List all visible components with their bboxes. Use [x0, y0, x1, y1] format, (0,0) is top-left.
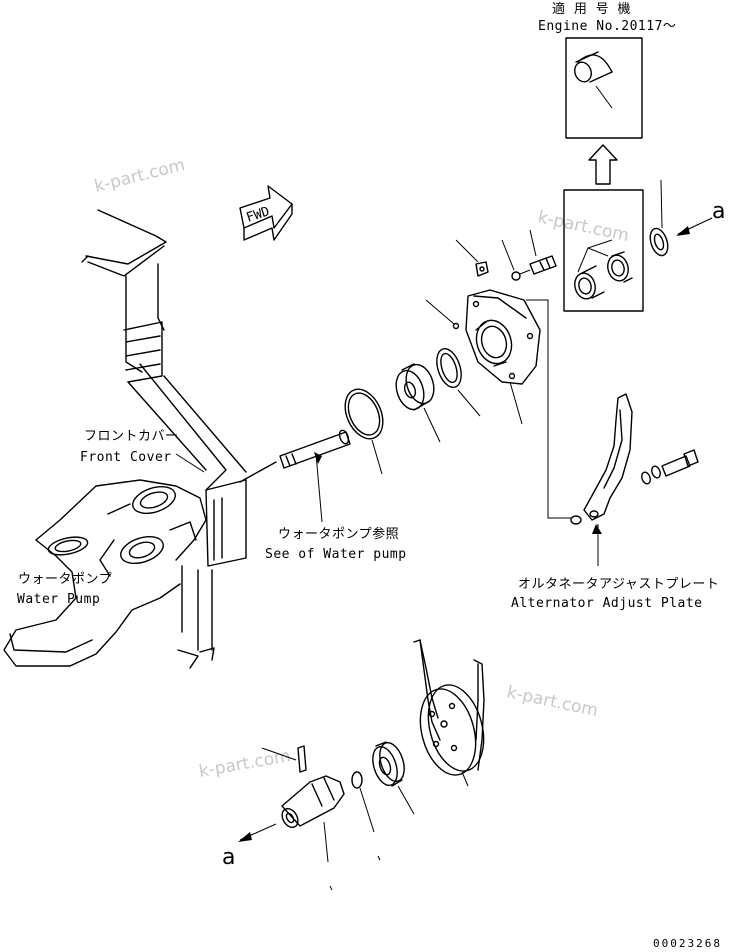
washer-a [649, 179, 713, 257]
o-ring [344, 388, 384, 475]
see-water-pump-label-jp: ウォータポンプ参照 [278, 526, 399, 542]
front-cover-label-jp: フロントカバー [84, 429, 179, 444]
watermark: k-part.com [505, 682, 600, 721]
watermark: k-part.com [197, 746, 292, 782]
water-pump-label: Water Pump [17, 592, 100, 607]
idler-housing [465, 289, 572, 519]
alternator-adjust-plate [583, 393, 633, 566]
snap-ring [436, 347, 481, 417]
shaft [279, 429, 351, 523]
front-cover-label: Front Cover [80, 450, 172, 465]
see-water-pump-label: See of Water pump [265, 547, 407, 562]
svg-text:FWD: FWD [245, 204, 272, 226]
spacer [351, 771, 381, 861]
front-cover-assembly [81, 209, 277, 669]
idler-shaft [238, 775, 345, 891]
belt [413, 639, 485, 771]
bolt [529, 229, 557, 275]
key [261, 745, 307, 773]
bolt-set [641, 449, 699, 485]
drawing-number: 00023268 [653, 937, 722, 950]
water-pump-label-jp: ウォータポンプ [18, 572, 112, 587]
reference-a-top: a [712, 199, 725, 224]
lower-bearing [372, 741, 415, 815]
water-pump-housing [3, 479, 207, 667]
watermark: k-part.com [92, 155, 187, 197]
arrow-up-icon [588, 144, 618, 185]
bushings-inset-box [563, 189, 644, 312]
reference-a-bottom: a [222, 845, 235, 870]
bushing-inset-box [565, 37, 643, 139]
bearing [395, 363, 441, 443]
engine-number: Engine No.20117～ [538, 19, 676, 34]
plug [425, 299, 460, 330]
pulley [419, 684, 485, 787]
adjust-plate-label-jp: オルタネータアジャストプレート [518, 577, 719, 592]
leader-line [175, 453, 205, 473]
lock-washer [501, 239, 531, 281]
applicable-title: 適 用 号 機 [552, 1, 631, 17]
watermark: k-part.com [536, 207, 631, 246]
washer-small [570, 515, 582, 525]
fwd-arrow-icon: FWD [239, 185, 293, 241]
grease-fitting [455, 239, 489, 277]
adjust-plate-label: Alternator Adjust Plate [511, 596, 703, 611]
